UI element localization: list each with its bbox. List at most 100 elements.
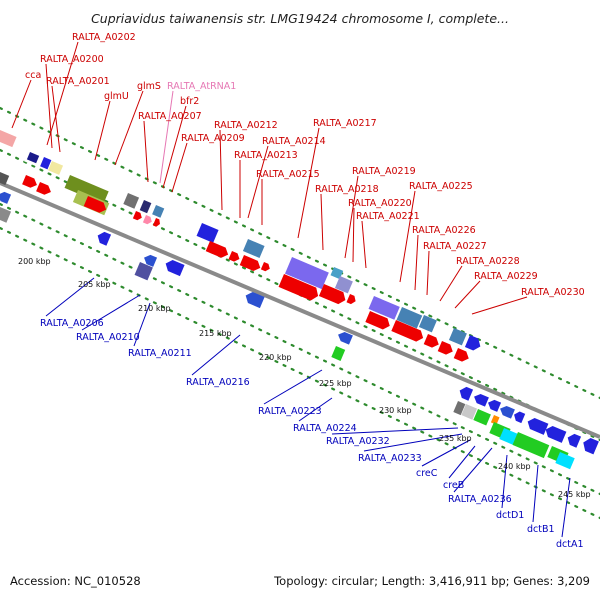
gene-feature[interactable] [242,238,265,258]
gene-feature[interactable] [555,451,575,470]
gene-feature[interactable] [565,432,582,448]
gene-label[interactable]: RALTA_A0236 [448,494,512,505]
gene-feature[interactable] [391,320,425,344]
gene-feature[interactable] [453,348,471,364]
gene-feature[interactable] [490,415,500,425]
gene-label[interactable]: RALTA_A0227 [423,241,487,252]
gene-feature[interactable] [396,307,423,329]
gene-label[interactable]: RALTA_A0233 [358,453,422,464]
gene-feature[interactable] [543,424,567,443]
gene-feature[interactable] [132,211,143,221]
gene-label[interactable]: RALTA_A0224 [293,423,357,434]
gene-label[interactable]: RALTA_A0225 [409,181,473,192]
gene-feature[interactable] [581,436,599,455]
gene-label[interactable]: RALTA_A0212 [214,120,278,131]
gene-feature[interactable] [318,284,348,306]
gene-label[interactable]: RALTA_A0223 [258,406,322,417]
gene-label[interactable]: RALTA_A0221 [356,211,420,222]
gene-feature[interactable] [0,190,12,204]
gene-feature[interactable] [498,404,515,419]
gene-feature[interactable] [40,157,52,170]
gene-label[interactable]: creC [416,468,438,479]
gene-label[interactable]: RALTA_A0201 [46,76,110,87]
gene-label[interactable]: RALTA_A0200 [40,54,104,65]
gene-label[interactable]: cca [25,70,41,81]
gene-feature[interactable] [331,346,346,361]
gene-feature[interactable] [196,223,219,243]
gene-feature[interactable] [334,276,353,294]
gene-label[interactable]: RALTA_A0214 [262,136,326,147]
gene-feature[interactable] [418,315,437,333]
gene-feature[interactable] [64,175,109,205]
gene-feature[interactable] [22,175,39,190]
gene-label[interactable]: bfr2 [180,96,199,107]
gene-label[interactable]: RALTA_A0202 [72,32,136,43]
gene-feature[interactable] [36,182,53,197]
gene-label[interactable]: RALTA_AtRNA1 [167,81,236,92]
gene-feature[interactable] [163,258,185,277]
gene-label[interactable]: creB [443,480,464,491]
gene-label[interactable]: dctD1 [496,510,524,521]
gene-feature[interactable] [152,218,162,228]
gene-feature[interactable] [142,253,158,267]
gene-feature[interactable] [448,328,467,346]
gene-feature[interactable] [457,385,474,401]
gene-label[interactable]: RALTA_A0226 [412,225,476,236]
gene-label[interactable]: RALTA_A0216 [186,377,250,388]
gene-feature[interactable] [48,161,64,175]
gene-feature[interactable] [453,401,466,416]
gene-label[interactable]: RALTA_A0211 [128,348,192,359]
gene-feature[interactable] [437,341,455,357]
gene-feature[interactable] [95,230,112,246]
gene-feature[interactable] [243,290,265,309]
gene-label[interactable]: RALTA_A0219 [352,166,416,177]
gene-label[interactable]: RALTA_A0228 [456,256,520,267]
gene-feature[interactable] [139,200,152,214]
gene-feature[interactable] [368,296,400,320]
gene-feature[interactable] [464,335,483,352]
gene-label[interactable]: dctB1 [527,524,555,535]
gene-feature[interactable] [461,404,478,420]
gene-label[interactable]: RALTA_A0232 [326,436,390,447]
gene-feature[interactable] [423,334,441,350]
gene-feature[interactable] [260,262,271,272]
gene-label[interactable]: RALTA_A0210 [76,332,140,343]
gene-label[interactable]: glmU [104,91,129,102]
gene-feature[interactable] [0,130,17,148]
gene-label[interactable]: RALTA_A0206 [40,318,104,329]
gene-feature[interactable] [512,432,550,459]
gene-feature[interactable] [228,251,241,263]
gene-feature[interactable] [26,152,40,164]
gene-feature[interactable] [512,410,526,424]
gene-label[interactable]: dctA1 [556,539,584,550]
gene-feature[interactable] [205,241,231,260]
gene-feature[interactable] [142,215,153,225]
gene-label[interactable]: RALTA_A0209 [181,133,245,144]
gene-label[interactable]: RALTA_A0213 [234,150,298,161]
gene-feature[interactable] [473,409,491,426]
gene-feature[interactable] [499,427,519,446]
gene-feature[interactable] [525,416,549,435]
gene-feature[interactable] [336,330,353,345]
gene-label[interactable]: glmS [137,81,161,92]
gene-feature[interactable] [0,172,10,186]
gene-label[interactable]: RALTA_A0215 [256,169,320,180]
gene-feature[interactable] [346,294,357,305]
gene-feature[interactable] [486,398,502,412]
gene-feature[interactable] [239,255,263,273]
gene-feature[interactable] [83,196,109,215]
gene-feature[interactable] [0,207,12,223]
gene-feature[interactable] [278,274,321,302]
gene-label[interactable]: RALTA_A0218 [315,184,379,195]
gene-feature[interactable] [365,311,392,331]
gene-feature[interactable] [284,257,329,290]
gene-label[interactable]: RALTA_A0230 [521,287,585,298]
gene-label[interactable]: RALTA_A0220 [348,198,412,209]
gene-label[interactable]: RALTA_A0217 [313,118,377,129]
gene-feature[interactable] [123,193,140,209]
gene-label[interactable]: RALTA_A0229 [474,271,538,282]
gene-feature[interactable] [472,392,489,407]
gene-feature[interactable] [152,205,165,218]
gene-feature[interactable] [134,261,153,281]
gene-label[interactable]: RALTA_A0207 [138,111,202,122]
